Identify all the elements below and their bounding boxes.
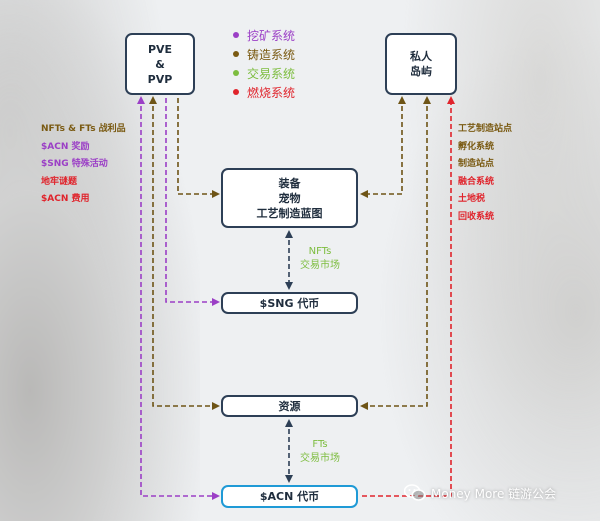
legend-dot <box>233 51 239 57</box>
legend-label: 燃烧系统 <box>247 86 296 100</box>
arrow-acn-island <box>362 96 455 497</box>
sng-token-box: $SNG 代币 <box>221 292 358 314</box>
nft-label-line1: NFTs <box>308 246 332 257</box>
list-item: 工艺制造站点 <box>458 124 513 134</box>
resources-label: 资源 <box>278 399 301 413</box>
list-item: $SNG 特殊活动 <box>41 159 108 169</box>
pvp-label: PVP <box>147 72 173 86</box>
legend-item-burning: 燃烧系统 <box>233 84 295 103</box>
pve-label: PVE <box>147 42 173 56</box>
arrow-pve-sng <box>165 98 220 306</box>
blueprint-label: 工艺制造蓝图 <box>256 206 323 220</box>
arrow-island-equipment <box>360 96 406 198</box>
ft-label-line1: FTs <box>312 439 328 450</box>
pve-pvp-box: PVE & PVP <box>125 33 195 95</box>
pve-outputs-list: NFTs & FTs 战利品 $ACN 奖励 $SNG 特殊活动 地牢谜题 $A… <box>41 121 126 209</box>
sng-token-label: $SNG 代币 <box>259 296 320 310</box>
equipment-label: 装备 <box>278 176 301 190</box>
island-features-list: 工艺制造站点 孵化系统 制造站点 融合系统 土地税 回收系统 <box>458 121 512 226</box>
resources-box: 资源 <box>221 395 358 417</box>
watermark: Money More 链游公会 <box>404 484 556 502</box>
list-item: 制造站点 <box>458 159 495 169</box>
pve-ampersand: & <box>155 57 165 71</box>
list-item: NFTs & FTs 战利品 <box>41 124 126 134</box>
acn-token-box: $ACN 代币 <box>221 485 358 508</box>
legend-item-trading: 交易系统 <box>233 65 295 84</box>
list-item: 土地税 <box>458 194 486 204</box>
list-item: 地牢谜题 <box>41 176 78 187</box>
island-label-line1: 私人 <box>410 50 432 63</box>
legend: 挖矿系统 铸造系统 交易系统 燃烧系统 <box>233 27 295 103</box>
legend-item-mining: 挖矿系统 <box>233 27 295 46</box>
list-item: $ACN 费用 <box>41 194 90 204</box>
nft-label-line2: 交易市场 <box>300 260 340 271</box>
island-label-line2: 岛屿 <box>410 65 432 78</box>
legend-dot <box>233 89 239 95</box>
legend-item-minting: 铸造系统 <box>233 46 295 65</box>
legend-dot <box>233 32 239 38</box>
arrow-pve-equipment <box>177 98 220 198</box>
private-island-box: 私人 岛屿 <box>385 33 457 95</box>
list-item: 孵化系统 <box>458 141 495 152</box>
nft-market-label: NFTs 交易市场 <box>300 245 340 273</box>
acn-token-label: $ACN 代币 <box>259 490 320 503</box>
wechat-icon <box>404 484 426 501</box>
list-item: $ACN 奖励 <box>41 141 90 152</box>
watermark-text: Money More 链游公会 <box>431 486 557 501</box>
arrow-island-resources <box>360 96 431 410</box>
legend-dot <box>233 70 239 76</box>
ft-label-line2: 交易市场 <box>300 453 340 464</box>
legend-label: 挖矿系统 <box>247 29 296 43</box>
equipment-box: 装备 宠物 工艺制造蓝图 <box>221 168 358 228</box>
legend-label: 交易系统 <box>247 67 296 81</box>
arrow-pve-resources <box>149 96 220 410</box>
pets-label: 宠物 <box>278 191 301 205</box>
ft-market-label: FTs 交易市场 <box>300 438 340 466</box>
legend-label: 铸造系统 <box>247 48 296 62</box>
arrow-pve-acn <box>137 96 220 500</box>
list-item: 融合系统 <box>458 176 495 187</box>
list-item: 回收系统 <box>458 211 495 222</box>
